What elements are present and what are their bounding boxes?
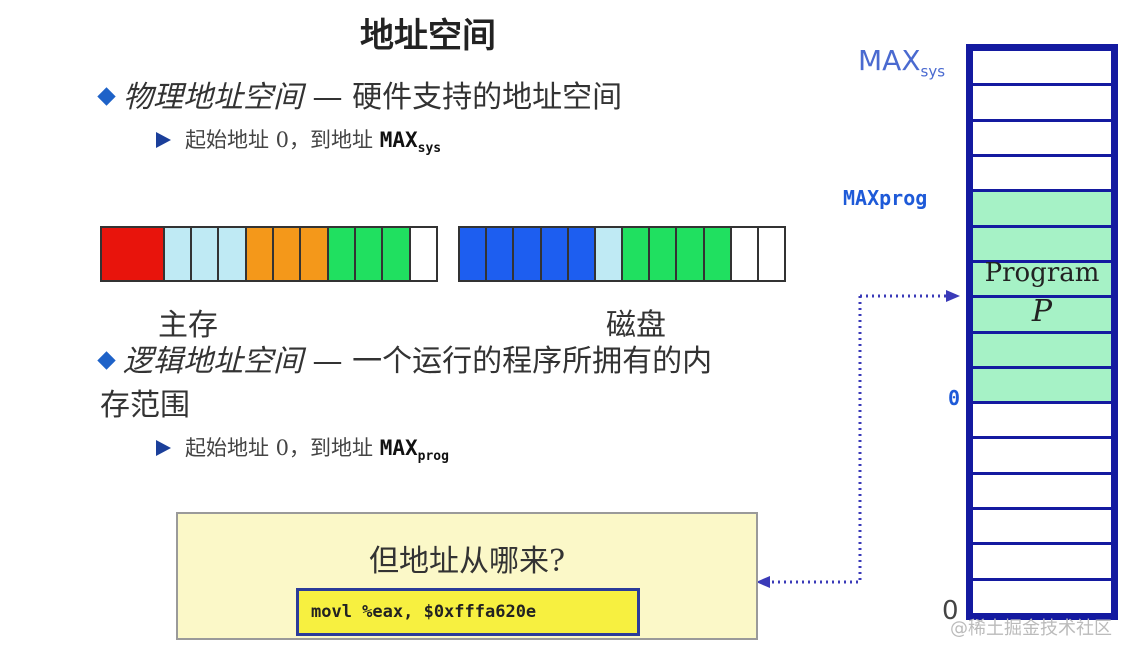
- memory-cell: [274, 228, 302, 280]
- memory-cell: [568, 228, 596, 280]
- physical-sub-text: 起始地址 0，到地址: [185, 128, 380, 152]
- memory-cell: [731, 228, 759, 280]
- logical-max: MAX: [379, 436, 418, 460]
- memory-cell: [704, 228, 732, 280]
- memory-slot: [973, 368, 1111, 402]
- memory-cell: [102, 228, 165, 280]
- dotted-connector-arrow: [756, 290, 960, 588]
- physical-max-sub: sys: [417, 141, 442, 157]
- memory-cell: [328, 228, 357, 280]
- question-box: 但地址从哪来? movl %eax, $0xfffa620e: [176, 512, 758, 640]
- main-memory-label: 主存: [158, 308, 218, 343]
- memory-cell: [410, 228, 437, 280]
- prog-zero-label: 0: [948, 386, 961, 410]
- memory-cell: [514, 228, 542, 280]
- logical-dash: —: [303, 344, 353, 379]
- physical-address-bullet: 物理地址空间 — 硬件支持的地址空间: [97, 72, 623, 116]
- max-sys-label: MAXsys: [858, 44, 946, 81]
- main-memory-bar: [100, 226, 438, 282]
- physical-desc: 硬件支持的地址空间: [352, 80, 623, 115]
- memory-slot: [973, 51, 1111, 84]
- memory-slot: [973, 580, 1111, 613]
- diamond-bullet-icon: [97, 87, 116, 106]
- memory-slot: [973, 404, 1111, 437]
- memory-slot: [973, 545, 1111, 578]
- memory-slot: [973, 156, 1111, 190]
- disk-label: 磁盘: [606, 308, 666, 343]
- memory-cell: [623, 228, 651, 280]
- memory-slot: [973, 121, 1111, 154]
- question-text: 但地址从哪来?: [368, 544, 566, 579]
- logical-term: 逻辑地址空间: [123, 344, 303, 379]
- sys-zero-label: 0: [942, 596, 959, 626]
- logical-sub-bullet: 起始地址 0，到地址 MAXprog: [156, 432, 449, 464]
- logical-desc-line2: 存范围: [100, 388, 190, 423]
- disk-bar: [458, 226, 786, 282]
- memory-slot: [973, 439, 1111, 472]
- logical-desc-line1: 一个运行的程序所拥有的内: [352, 344, 713, 379]
- memory-cell: [487, 228, 515, 280]
- memory-cell: [383, 228, 411, 280]
- memory-cell: [301, 228, 329, 280]
- page-title: 地址空间: [360, 16, 496, 56]
- memory-cell: [219, 228, 247, 280]
- memory-slot: [973, 86, 1111, 119]
- memory-cell: [650, 228, 678, 280]
- memory-stack: [966, 44, 1118, 620]
- code-snippet: movl %eax, $0xfffa620e: [296, 588, 640, 636]
- memory-slot: [973, 192, 1111, 225]
- memory-cell: [164, 228, 193, 280]
- watermark: @稀土掘金技术社区: [950, 618, 1112, 639]
- memory-cell: [356, 228, 384, 280]
- program-var: P: [1031, 294, 1053, 329]
- logical-max-sub: prog: [417, 449, 449, 465]
- memory-slot: [973, 298, 1111, 331]
- memory-cell: [460, 228, 488, 280]
- physical-dash: —: [303, 80, 353, 115]
- memory-cell: [677, 228, 705, 280]
- memory-cell: [192, 228, 220, 280]
- memory-cell: [758, 228, 785, 280]
- max-prog-label: MAXprog: [843, 186, 928, 210]
- memory-slot: [973, 262, 1111, 296]
- logical-sub-text: 起始地址 0，到地址: [185, 436, 380, 460]
- memory-slot: [973, 474, 1111, 508]
- memory-cell: [246, 228, 275, 280]
- memory-cell: [541, 228, 569, 280]
- memory-cell: [595, 228, 624, 280]
- diamond-bullet-icon: [97, 351, 116, 370]
- physical-sub-bullet: 起始地址 0，到地址 MAXsys: [156, 124, 441, 156]
- memory-slot: [973, 510, 1111, 543]
- logical-address-bullet: 逻辑地址空间 — 一个运行的程序所拥有的内 存范围: [97, 340, 830, 428]
- arrow-bullet-icon: [156, 440, 171, 456]
- physical-term: 物理地址空间: [123, 80, 303, 115]
- arrow-bullet-icon: [156, 132, 171, 148]
- program-label: Program: [984, 258, 1100, 288]
- physical-max: MAX: [379, 128, 418, 152]
- memory-slot: [973, 227, 1111, 260]
- memory-slot: [973, 333, 1111, 366]
